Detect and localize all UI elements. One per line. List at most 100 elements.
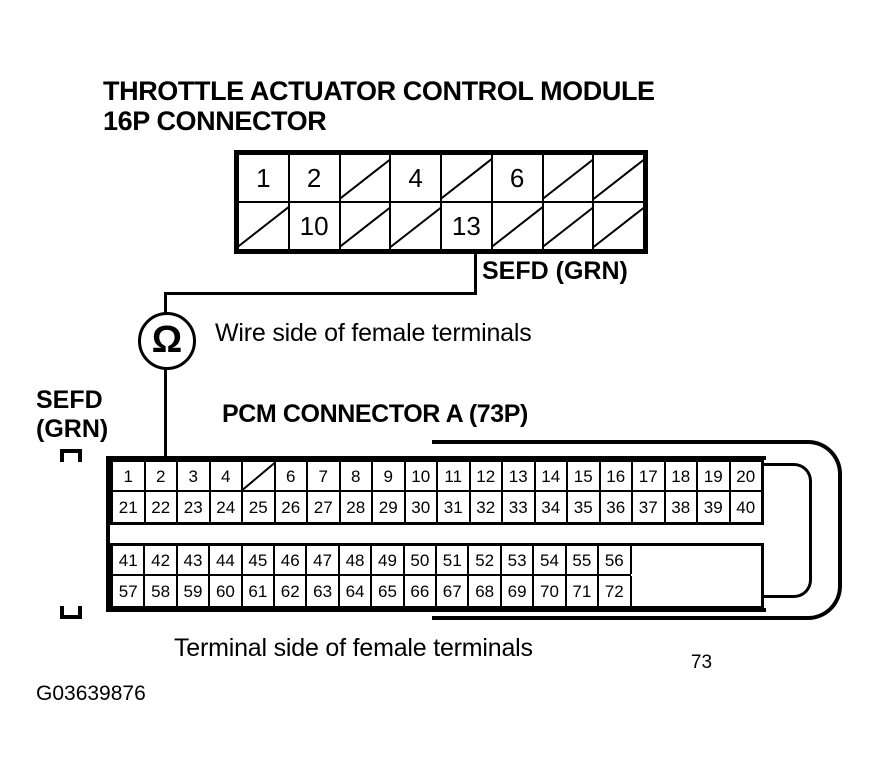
pcm-pin-31[interactable]: 31	[438, 492, 471, 522]
pcm-pin-62[interactable]: 62	[275, 576, 308, 606]
pcm-tab-notch-bottom	[60, 606, 82, 619]
pcm-pin-45[interactable]: 45	[243, 546, 276, 574]
pcm-pin-21[interactable]: 21	[113, 492, 146, 522]
tac-pin-1[interactable]: 1	[239, 155, 290, 201]
pcm-pin-55[interactable]: 55	[567, 546, 600, 574]
pcm-pin-34[interactable]: 34	[536, 492, 568, 522]
pcm-pin-71[interactable]: 71	[567, 576, 600, 606]
pcm-pin-53[interactable]: 53	[502, 546, 535, 574]
pcm-pin-11[interactable]: 11	[438, 462, 471, 490]
pcm-pin-47[interactable]: 47	[307, 546, 340, 574]
pcm-pin-35[interactable]: 35	[568, 492, 601, 522]
pcm-pin-30[interactable]: 30	[406, 492, 438, 522]
pcm-pin-8[interactable]: 8	[341, 462, 373, 490]
sefd-left-line1: SEFD	[36, 386, 103, 414]
pcm-pin-23[interactable]: 23	[178, 492, 211, 522]
pcm-locking-tab	[46, 456, 110, 612]
pcm-pin-43[interactable]: 43	[178, 546, 211, 574]
tac-module-title: THROTTLE ACTUATOR CONTROL MODULE 16P CON…	[103, 76, 655, 136]
pcm-row-4: 57 58 59 60 61 62 63 64 65 66 67 68 69 7…	[113, 576, 632, 606]
tac-pin-12-blank	[391, 203, 442, 249]
pcm-pin-51[interactable]: 51	[437, 546, 470, 574]
pcm-pin-49[interactable]: 49	[372, 546, 405, 574]
pcm-pin-20[interactable]: 20	[736, 466, 756, 486]
pcm-pin-7[interactable]: 7	[308, 462, 341, 490]
pcm-pin-4[interactable]: 4	[211, 462, 243, 490]
pcm-pin-17[interactable]: 17	[633, 462, 666, 490]
pcm-pin-38[interactable]: 38	[666, 492, 698, 522]
pcm-rowgroup-lower: 41 42 43 44 45 46 47 48 49 50 51 52 53 5…	[110, 543, 767, 696]
pcm-pin-70[interactable]: 70	[534, 576, 567, 606]
pcm-pin-5-blank	[243, 462, 276, 490]
tac-pin-15-blank	[544, 203, 595, 249]
pcm-pin-56[interactable]: 56	[599, 546, 632, 574]
pcm-pin-61[interactable]: 61	[243, 576, 276, 606]
pcm-pin-59[interactable]: 59	[178, 576, 211, 606]
pcm-pin-41[interactable]: 41	[113, 546, 146, 574]
tac-pin-10[interactable]: 10	[290, 203, 341, 249]
sefd-grn-label-left: SEFD (GRN)	[36, 386, 108, 444]
pcm-pin-37[interactable]: 37	[633, 492, 666, 522]
pcm-pin-14[interactable]: 14	[536, 462, 568, 490]
tac-pin-14-blank	[493, 203, 544, 249]
pcm-pin-24[interactable]: 24	[211, 492, 243, 522]
pcm-pin-65[interactable]: 65	[372, 576, 405, 606]
pcm-pin-28[interactable]: 28	[341, 492, 373, 522]
pcm-pin-33[interactable]: 33	[503, 492, 536, 522]
pcm-pin-36[interactable]: 36	[601, 492, 633, 522]
tac-pin-7-blank	[544, 155, 595, 201]
tac-pin-2[interactable]: 2	[290, 155, 341, 201]
pcm-pin-58[interactable]: 58	[145, 576, 178, 606]
pcm-pin-2[interactable]: 2	[146, 462, 178, 490]
pcm-pin-1[interactable]: 1	[113, 462, 146, 490]
tac-16p-connector: 1 2 4 6 10 13	[234, 150, 648, 254]
pcm-pin-48[interactable]: 48	[340, 546, 373, 574]
pcm-pin-18[interactable]: 18	[666, 462, 698, 490]
wire-meter-to-pcm	[164, 368, 167, 458]
pcm-row-2: 21 22 23 24 25 26 27 28 29 30 31 32 33 3…	[113, 492, 761, 522]
pcm-pin-10[interactable]: 10	[406, 462, 438, 490]
pcm-pin-13[interactable]: 13	[503, 462, 536, 490]
pcm-pin-44[interactable]: 44	[210, 546, 243, 574]
pcm-pin-54[interactable]: 54	[534, 546, 567, 574]
pcm-pin-3[interactable]: 3	[178, 462, 211, 490]
pcm-pin-15[interactable]: 15	[568, 462, 601, 490]
pcm-pin-66[interactable]: 66	[405, 576, 438, 606]
pcm-pin-19[interactable]: 19	[698, 462, 731, 490]
pcm-pin-32[interactable]: 32	[471, 492, 503, 522]
tac-pin-13[interactable]: 13	[442, 203, 493, 249]
pcm-pin-12[interactable]: 12	[471, 462, 503, 490]
pcm-pin-25[interactable]: 25	[243, 492, 276, 522]
pcm-pin-22[interactable]: 22	[146, 492, 178, 522]
pcm-pin-67[interactable]: 67	[437, 576, 470, 606]
tac-pin-3-blank	[341, 155, 392, 201]
tac-pin-11-blank	[341, 203, 392, 249]
pcm-pin-9[interactable]: 9	[373, 462, 406, 490]
pcm-pin-69[interactable]: 69	[502, 576, 535, 606]
tac-pin-4[interactable]: 4	[391, 155, 442, 201]
pcm-pin-50[interactable]: 50	[405, 546, 438, 574]
sefd-left-line2: (GRN)	[36, 414, 109, 443]
pcm-pin-64[interactable]: 64	[340, 576, 373, 606]
pcm-rowgroup-upper: 1 2 3 4 6 7 8 9 10 11 12 13 14 15 16 17 …	[110, 459, 764, 525]
pcm-pin-52[interactable]: 52	[469, 546, 502, 574]
pcm-pin-63[interactable]: 63	[307, 576, 340, 606]
pcm-pin-26[interactable]: 26	[276, 492, 308, 522]
pcm-pin-27[interactable]: 27	[308, 492, 341, 522]
pcm-pin-73[interactable]: 73	[636, 630, 767, 696]
pcm-pin-68[interactable]: 68	[469, 576, 502, 606]
pcm-pin-16[interactable]: 16	[601, 462, 633, 490]
tac-pin-6[interactable]: 6	[493, 155, 544, 201]
pcm-pin-42[interactable]: 42	[145, 546, 178, 574]
pcm-pin-46[interactable]: 46	[275, 546, 308, 574]
tac-16p-row-2: 10 13	[239, 203, 643, 249]
pcm-pin-29[interactable]: 29	[373, 492, 406, 522]
pcm-pin-39[interactable]: 39	[698, 492, 731, 522]
pcm-pin-40[interactable]: 40	[736, 497, 756, 517]
figure-code: G03639876	[36, 682, 146, 705]
sefd-grn-label-top: SEFD (GRN)	[482, 257, 628, 285]
pcm-pin-6[interactable]: 6	[276, 462, 308, 490]
pcm-pin-72[interactable]: 72	[599, 576, 632, 606]
pcm-pin-57[interactable]: 57	[113, 576, 146, 606]
pcm-pin-60[interactable]: 60	[210, 576, 243, 606]
